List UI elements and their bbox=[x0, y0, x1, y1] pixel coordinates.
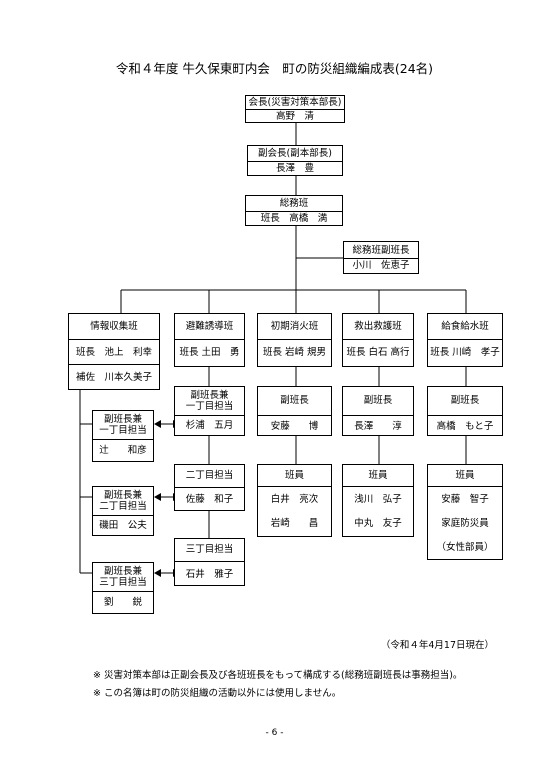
chairman-role: 会長(災害対策本部長) bbox=[248, 97, 342, 108]
info-sub-box-2: 副班長兼 二丁目担当 磯田 公夫 bbox=[92, 486, 154, 536]
info-sub-1-name: 辻 和彦 bbox=[99, 445, 147, 456]
fire-vice-role: 副班長 bbox=[280, 395, 309, 406]
info-sub-2-role-line2: 二丁目担当 bbox=[99, 501, 147, 512]
team-evac-leader: 班長 土田 勇 bbox=[179, 347, 240, 358]
team-fire-role: 初期消火班 bbox=[270, 321, 319, 332]
general-vice-box: 総務班副班長 小川 佐恵子 bbox=[343, 241, 419, 274]
team-rescue-leader: 班長 白石 高行 bbox=[346, 347, 410, 358]
vice-chairman-box: 副会長(副本部長) 長澤 豊 bbox=[247, 145, 343, 176]
info-sub-2-name: 磯田 公夫 bbox=[99, 520, 147, 531]
supply-members-role: 班員 bbox=[455, 470, 475, 481]
supply-vice-box: 副班長 高橋 もと子 bbox=[427, 386, 503, 436]
rescue-members-role: 班員 bbox=[368, 470, 388, 481]
team-info-assistant: 補佐 川本久美子 bbox=[75, 372, 152, 383]
fire-vice-name: 安藤 博 bbox=[270, 421, 319, 432]
general-vice-role: 総務班副班長 bbox=[352, 245, 410, 256]
team-rescue-box: 救出救護班 班長 白石 高行 bbox=[342, 313, 414, 367]
rescue-members-box: 班員 浅川 弘子 中丸 友子 bbox=[342, 464, 414, 537]
general-vice-name: 小川 佐恵子 bbox=[352, 260, 410, 271]
general-affairs-role: 総務班 bbox=[279, 198, 309, 209]
team-rescue-role: 救出救護班 bbox=[354, 321, 402, 332]
supply-member-2: 家庭防災員 bbox=[441, 518, 489, 529]
supply-member-1: 安藤 智子 bbox=[441, 494, 489, 505]
supply-vice-name: 高橋 もと子 bbox=[436, 421, 494, 432]
team-evac-box: 避難誘導班 班長 土田 勇 bbox=[174, 313, 245, 367]
info-sub-3-name: 劉 鋭 bbox=[103, 597, 142, 608]
as-of-date: （令和４年4月17日現在） bbox=[380, 640, 494, 651]
evac-sub-3-name: 石井 雅子 bbox=[185, 569, 234, 580]
evac-sub-1-name: 杉浦 五月 bbox=[185, 420, 234, 431]
fire-members-role: 班員 bbox=[284, 470, 304, 481]
info-sub-3-role-line2: 三丁目担当 bbox=[99, 577, 147, 588]
team-evac-role: 避難誘導班 bbox=[185, 321, 234, 332]
page-number: - 6 - bbox=[265, 728, 284, 738]
team-fire-box: 初期消火班 班長 岩崎 規男 bbox=[257, 313, 332, 367]
evac-sub-2-role: 二丁目担当 bbox=[185, 470, 234, 481]
supply-vice-role: 副班長 bbox=[450, 395, 480, 406]
evac-sub-box-2: 二丁目担当 佐藤 和子 bbox=[174, 464, 245, 511]
fire-vice-box: 副班長 安藤 博 bbox=[257, 386, 332, 436]
general-affairs-leader: 班長 高橋 満 bbox=[260, 213, 328, 224]
info-sub-1-role-line2: 一丁目担当 bbox=[99, 425, 147, 436]
rescue-member-2: 中丸 友子 bbox=[354, 518, 402, 529]
evac-sub-1-role-line1: 副班長兼 bbox=[190, 390, 229, 401]
team-fire-leader: 班長 岩崎 規男 bbox=[262, 347, 327, 358]
general-affairs-box: 総務班 班長 高橋 満 bbox=[245, 195, 343, 226]
evac-sub-box-3: 三丁目担当 石井 雅子 bbox=[174, 538, 245, 586]
rescue-vice-role: 副班長 bbox=[363, 395, 393, 406]
rescue-vice-name: 長澤 淳 bbox=[354, 421, 402, 432]
chairman-box: 会長(災害対策本部長) 高野 清 bbox=[245, 95, 345, 123]
page-title: 令和４年度 牛久保東町内会 町の防災組織編成表(24名) bbox=[115, 61, 434, 76]
evac-sub-3-role: 三丁目担当 bbox=[185, 544, 234, 555]
info-sub-3-role-line1: 副班長兼 bbox=[103, 566, 142, 577]
team-info-role: 情報収集班 bbox=[90, 321, 138, 332]
chairman-name: 高野 清 bbox=[275, 111, 314, 122]
evac-sub-1-role-line2: 一丁目担当 bbox=[185, 401, 234, 412]
team-supply-box: 給食給水班 班長 川崎 孝子 bbox=[427, 313, 503, 367]
team-supply-role: 給食給水班 bbox=[441, 321, 489, 332]
team-supply-leader: 班長 川崎 孝子 bbox=[430, 347, 500, 358]
fire-member-2: 岩崎 昌 bbox=[270, 518, 319, 529]
evac-sub-box-1: 副班長兼 一丁目担当 杉浦 五月 bbox=[174, 386, 245, 436]
fire-member-1: 白井 亮次 bbox=[270, 494, 319, 505]
rescue-member-1: 浅川 弘子 bbox=[354, 494, 402, 505]
footnote-1: ※ 災害対策本部は正副会長及び各班班長をもって構成する(総務班副班長は事務担当)… bbox=[93, 670, 463, 681]
info-sub-box-1: 副班長兼 一丁目担当 辻 和彦 bbox=[92, 410, 154, 462]
supply-members-box: 班員 安藤 智子 家庭防災員 （女性部員） bbox=[427, 464, 503, 560]
rescue-vice-box: 副班長 長澤 淳 bbox=[342, 386, 414, 436]
vice-chairman-name: 長澤 豊 bbox=[275, 163, 314, 174]
vice-chairman-role: 副会長(副本部長) bbox=[258, 148, 332, 159]
info-sub-1-role-line1: 副班長兼 bbox=[103, 414, 142, 425]
info-sub-box-3: 副班長兼 三丁目担当 劉 鋭 bbox=[92, 562, 154, 614]
footnote-2: ※ この名簿は町の防災組織の活動以外には使用しません。 bbox=[93, 688, 342, 699]
info-sub-2-role-line1: 副班長兼 bbox=[103, 490, 142, 501]
fire-members-box: 班員 白井 亮次 岩崎 昌 bbox=[257, 464, 332, 537]
supply-member-3: （女性部員） bbox=[436, 542, 494, 553]
team-info-box: 情報収集班 班長 池上 利幸 補佐 川本久美子 bbox=[68, 313, 160, 390]
team-info-leader: 班長 池上 利幸 bbox=[75, 347, 152, 358]
evac-sub-2-name: 佐藤 和子 bbox=[185, 494, 234, 505]
